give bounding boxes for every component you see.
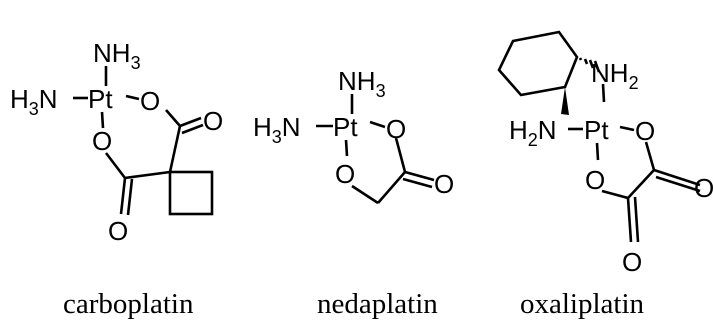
nh2-top-label: NH2 — [591, 58, 639, 93]
bond-pt-o-lower — [100, 111, 105, 129]
h2n-left-label: H2N — [509, 115, 557, 150]
pt-label: Pt — [333, 112, 358, 142]
oxygen-label: O — [585, 165, 605, 195]
oxaliplatin-structure: NH2 H2N Pt O O O O oxaliplatin — [497, 30, 713, 320]
nh3-top-label: NH3 — [338, 66, 386, 101]
hash-line — [588, 59, 595, 69]
bond-c1-o-double-a — [179, 116, 202, 128]
nh3-top-label: NH3 — [93, 38, 141, 73]
bond-c2-o-double-a — [119, 177, 127, 215]
pt-label: Pt — [584, 115, 609, 145]
bond-pt-o-right — [619, 125, 635, 132]
cyclobutane-ring — [168, 170, 214, 216]
bond-c1-o-double-a — [653, 168, 701, 187]
h3n-left-label: H3N — [10, 84, 58, 119]
compound-caption: oxaliplatin — [520, 288, 645, 320]
bond-c2-cq — [124, 170, 171, 180]
compound-caption: carboplatin — [63, 288, 194, 320]
bond-pt-o-right — [369, 120, 386, 129]
hash-line — [578, 57, 583, 61]
bond-o-ch2 — [351, 184, 379, 205]
oxygen-label: O — [140, 86, 160, 116]
bond-o-c1 — [165, 109, 181, 127]
bond-c2-o-double-b — [126, 178, 134, 216]
oxygen-label: O — [108, 216, 128, 246]
oxygen-label: O — [386, 114, 406, 144]
bond-c1-o-double-b — [181, 123, 204, 135]
bond-pt-o-lower — [344, 139, 349, 157]
bond-o-c2 — [601, 189, 629, 200]
bond-co-double-b — [402, 177, 433, 189]
hash-line — [583, 58, 589, 65]
bond-co-double-a — [404, 170, 435, 182]
bond-c2-o-double-b — [633, 196, 640, 243]
bond-o-carbonyl-c — [394, 137, 407, 173]
cyclohexane-ring — [497, 30, 579, 97]
hashed-wedge-bond — [578, 57, 601, 73]
oxygen-label: O — [434, 169, 454, 199]
bond-c1-c2 — [627, 169, 655, 199]
carboplatin-structure: NH3 H3N Pt O O O O carboplatin — [10, 38, 223, 320]
bond-c1-o-double-b — [655, 175, 701, 193]
bond-o-c2 — [104, 152, 127, 179]
oxygen-label: O — [335, 159, 355, 189]
bond-pt-o-lower — [595, 142, 600, 161]
oxygen-label: O — [635, 116, 655, 146]
oxygen-label: O — [92, 126, 112, 156]
bond-n-pt-top — [601, 83, 606, 103]
nedaplatin-structure: NH3 H3N Pt O O O nedaplatin — [253, 66, 454, 320]
oxygen-label: O — [694, 173, 713, 203]
bond-c-ch2 — [377, 171, 406, 204]
h3n-left-label: H3N — [253, 112, 301, 147]
hash-line — [593, 60, 601, 73]
bond-o-c1 — [644, 141, 656, 171]
compound-caption: nedaplatin — [317, 288, 438, 320]
pt-label: Pt — [88, 84, 113, 114]
bond-c1-cq — [168, 125, 182, 173]
oxygen-label: O — [203, 106, 223, 136]
bond-pt-o-right — [125, 94, 140, 101]
solid-wedge-bond — [561, 87, 569, 115]
bond-c2-o-double-a — [626, 197, 633, 243]
oxygen-label: O — [622, 247, 642, 277]
